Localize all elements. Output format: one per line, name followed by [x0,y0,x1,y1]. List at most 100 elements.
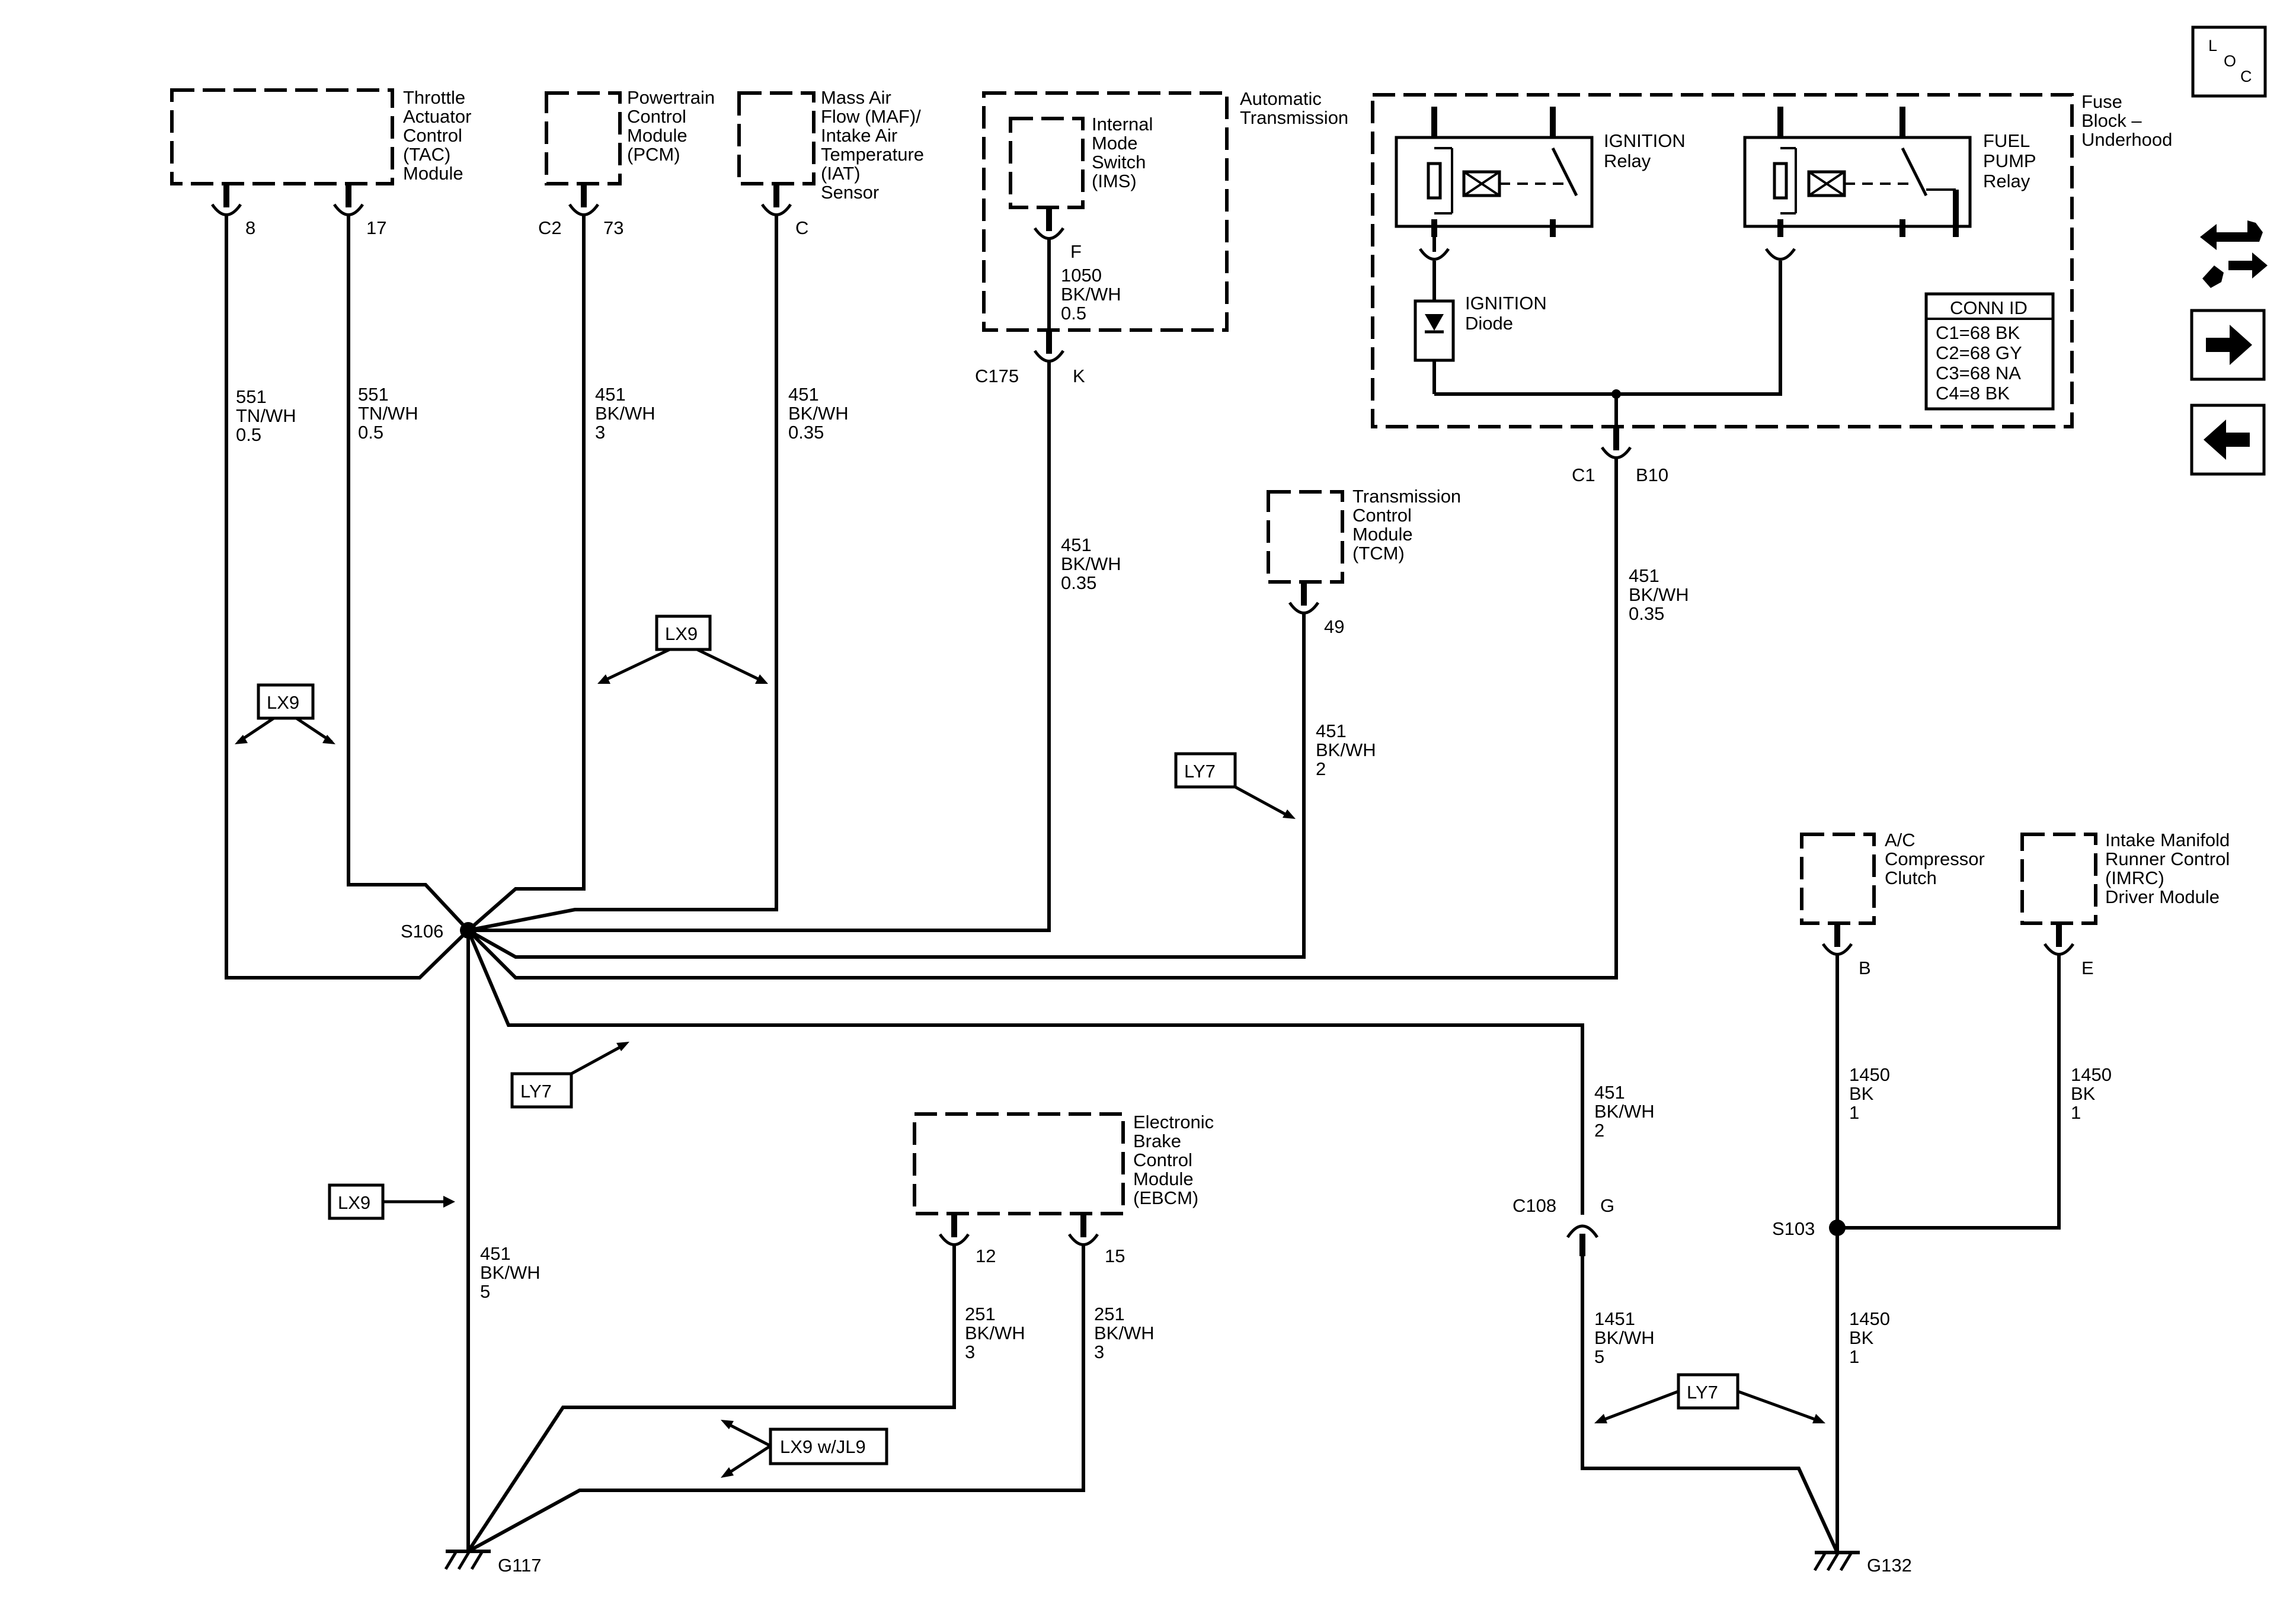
ground-g132-label: G132 [1867,1555,1912,1576]
svg-text:Control: Control [1133,1150,1192,1170]
svg-text:L: L [2208,37,2217,55]
svg-text:Underhood: Underhood [2081,129,2172,150]
svg-text:LY7: LY7 [1687,1382,1718,1403]
splice-s106[interactable] [460,922,477,939]
pcm-box[interactable] [545,91,622,185]
svg-text:1: 1 [1849,1346,1859,1367]
ims-label: Internal Mode Switch (IMS) [1092,114,1153,191]
svg-text:Clutch: Clutch [1885,868,1937,888]
fuse-block-box[interactable] [1371,93,2074,428]
svg-text:Mass Air: Mass Air [821,87,891,108]
arrow-right-icon[interactable] [2190,309,2266,381]
ignition-diode-label: IGNITION Diode [1465,293,1547,334]
ac-clutch-box[interactable] [1800,833,1876,925]
svg-text:Intake Manifold: Intake Manifold [2105,830,2230,850]
svg-text:2: 2 [1594,1120,1604,1141]
conn-id-row: C2=68 GY [1936,343,2022,363]
maf-label: Mass Air Flow (MAF)/ Intake Air Temperat… [821,87,924,203]
svg-text:0.35: 0.35 [788,422,824,443]
pin-label: 49 [1324,616,1344,637]
svg-text:(TAC): (TAC) [403,144,450,165]
pin-label: 12 [976,1246,996,1266]
fuel-relay-label: FUEL PUMP Relay [1983,130,2036,191]
svg-text:(EBCM): (EBCM) [1133,1188,1198,1208]
option-callout-lx9[interactable]: LX9 [235,683,335,744]
svg-text:451: 451 [788,384,819,405]
svg-text:LX9: LX9 [665,623,698,644]
option-callout-lx9[interactable]: LX9 [328,1183,455,1220]
ignition-relay[interactable] [1395,107,1594,261]
svg-text:0.35: 0.35 [1061,572,1096,593]
svg-text:Automatic: Automatic [1240,88,1322,109]
svg-text:BK/WH: BK/WH [1061,284,1121,305]
ground-g132-symbol[interactable] [1813,1551,1860,1571]
svg-text:Block –: Block – [2081,110,2142,131]
pin-label: C2 [538,217,562,238]
loc-icon[interactable]: L O C [2191,25,2267,98]
auto-trans-box[interactable] [982,91,1229,332]
ebcm-box[interactable] [913,1112,1125,1215]
svg-text:1450: 1450 [2071,1064,2112,1085]
svg-text:BK/WH: BK/WH [1594,1327,1655,1348]
svg-text:1451: 1451 [1594,1308,1635,1329]
ground-g117-label: G117 [498,1555,542,1576]
option-callout-ly7[interactable]: LY7 [510,1042,629,1109]
ignition-diode[interactable] [1414,261,1455,394]
arrow-left-icon[interactable] [2190,404,2266,476]
conn-id-row: C1=68 BK [1936,322,2020,343]
option-callout-lx9-jl9[interactable]: LX9 w/JL9 [721,1420,888,1478]
conn-id-row: C4=8 BK [1936,383,2010,404]
svg-text:LX9: LX9 [267,692,299,713]
svg-text:TN/WH: TN/WH [358,403,418,424]
pin-label: G [1600,1195,1614,1216]
svg-text:BK/WH: BK/WH [480,1262,541,1283]
pin-label: 73 [603,217,623,238]
svg-text:Temperature: Temperature [821,144,924,165]
svg-text:Runner Control: Runner Control [2105,849,2230,869]
option-callout-ly7[interactable]: LY7 [1174,752,1296,819]
svg-text:451: 451 [1061,534,1092,555]
svg-text:LY7: LY7 [520,1081,552,1102]
splice-s103[interactable] [1829,1219,1846,1236]
svg-text:BK/WH: BK/WH [1594,1101,1655,1122]
imrc-box[interactable] [2020,833,2097,925]
maf-sensor-box[interactable] [737,91,816,185]
ground-g117-symbol[interactable] [444,1550,491,1570]
svg-text:Intake Air: Intake Air [821,125,897,146]
option-callout-lx9[interactable]: LX9 [597,614,768,684]
tcm-box[interactable] [1267,490,1344,584]
ims-box[interactable] [1009,117,1085,209]
svg-text:Control: Control [403,125,462,146]
splice-s106-label: S106 [401,921,443,942]
svg-text:Powertrain: Powertrain [627,87,715,108]
svg-text:0.5: 0.5 [358,422,383,443]
svg-text:Compressor: Compressor [1885,849,1985,869]
option-callout-ly7[interactable]: LY7 [1594,1373,1825,1423]
pcm-label: Powertrain Control Module (PCM) [627,87,715,165]
svg-text:0.35: 0.35 [1629,603,1664,624]
svg-text:BK/WH: BK/WH [1629,584,1689,605]
svg-text:3: 3 [595,422,605,443]
pin-label: F [1070,241,1082,262]
svg-text:251: 251 [965,1304,996,1324]
svg-text:3: 3 [1094,1342,1104,1362]
svg-text:Transmission: Transmission [1240,107,1348,128]
conn-id-row: C3=68 NA [1936,363,2021,383]
tac-module-box[interactable] [170,88,394,185]
ebcm-label: Electronic Brake Control Module (EBCM) [1133,1112,1214,1208]
connector-terminals [210,184,2075,1256]
pin-labels: 8 17 C2 73 C F C175 K C1 B10 49 B E 12 1… [245,217,2094,1266]
pin-label: C [795,217,808,238]
fuel-pump-relay[interactable] [1743,107,1972,261]
svg-text:BK/WH: BK/WH [1094,1323,1155,1343]
wrench-arrows-icon[interactable] [2200,220,2268,288]
